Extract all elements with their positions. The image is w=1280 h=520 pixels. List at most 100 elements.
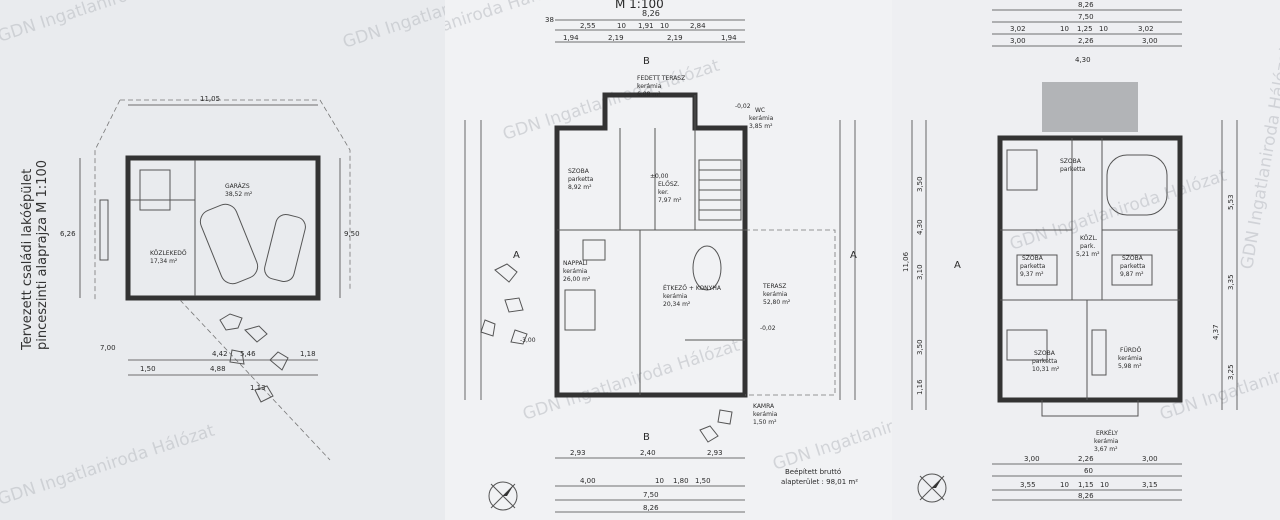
dim-label: 4,88 bbox=[210, 365, 226, 373]
dim-label: 1,94 bbox=[721, 34, 737, 42]
room-area: 3,85 m² bbox=[749, 123, 773, 130]
dim-label: 3,15 bbox=[1142, 481, 1158, 489]
bathtub bbox=[1091, 329, 1107, 376]
dim-label: 2,55 bbox=[580, 22, 596, 30]
car-icon bbox=[264, 213, 306, 283]
room-floor: parketta bbox=[1020, 263, 1046, 270]
room-floor: kerámia bbox=[1094, 438, 1119, 445]
dim-label: 10 bbox=[1060, 481, 1069, 489]
upper-floor-outline bbox=[997, 135, 1183, 403]
sheet-title: Tervezett családi lakóépület pinceszinti… bbox=[20, 160, 50, 350]
room-area: 5,21 m² bbox=[1076, 251, 1100, 258]
bed bbox=[1006, 329, 1048, 361]
north-arrow-icon bbox=[488, 481, 518, 511]
dim-label: 1,50 bbox=[695, 477, 711, 485]
room-label: SZOBA bbox=[1034, 350, 1056, 357]
dim-label: 4,37 bbox=[1212, 324, 1220, 340]
dim-label: 4,42 bbox=[212, 350, 228, 358]
room-floor: kerámia bbox=[1118, 355, 1143, 362]
dim-label: 11,06 bbox=[902, 251, 910, 272]
dim-label: 3,02 bbox=[1010, 25, 1026, 33]
dim-label: 4,00 bbox=[580, 477, 596, 485]
dim-label: 6,26 bbox=[60, 230, 76, 238]
dim-label: 2,19 bbox=[608, 34, 624, 42]
section-marker: A bbox=[850, 250, 857, 261]
sofa bbox=[564, 289, 596, 331]
staircase bbox=[1106, 154, 1168, 216]
room-label: KÖZLEKEDŐ bbox=[150, 250, 187, 257]
section-marker: B bbox=[643, 432, 650, 443]
dim-label: 60 bbox=[1084, 467, 1093, 475]
dim-label: 5,46 bbox=[240, 350, 256, 358]
level-mark: -0,02 bbox=[735, 103, 751, 110]
armchair bbox=[582, 239, 606, 261]
dim-label: 3,50 bbox=[916, 176, 924, 192]
dim-label: 2,26 bbox=[1078, 455, 1094, 463]
dim-label: 10 bbox=[1099, 25, 1108, 33]
room-area: 7,97 m² bbox=[658, 197, 682, 204]
dim-label: 2,93 bbox=[570, 449, 586, 457]
room-floor: parketta bbox=[1120, 263, 1146, 270]
room-area: 38,52 m² bbox=[225, 191, 253, 198]
bed bbox=[1006, 149, 1038, 191]
dim-label: 2,93 bbox=[707, 449, 723, 457]
room-floor: parketta bbox=[568, 176, 594, 183]
level-mark: -3,00 bbox=[520, 337, 536, 344]
title-line: Tervezett családi lakóépület bbox=[20, 168, 35, 350]
room-floor: kerámia bbox=[563, 268, 588, 275]
dim-label: 2,84 bbox=[690, 22, 706, 30]
balcony bbox=[1041, 400, 1139, 417]
watermark-text: GDN Ingatlaniroda Hálózat bbox=[0, 0, 217, 47]
dim-label: 8,26 bbox=[1078, 1, 1094, 9]
built-area-label: Beépített bruttó bbox=[785, 468, 841, 476]
north-arrow-icon bbox=[917, 473, 947, 503]
room-area: 20,34 m² bbox=[663, 301, 691, 308]
dim-label: 1,18 bbox=[300, 350, 316, 358]
dim-label: 10 bbox=[1100, 481, 1109, 489]
room-area: 6,08 m² bbox=[637, 91, 661, 98]
bed bbox=[1016, 254, 1058, 286]
room-area: 9,37 m² bbox=[1020, 271, 1044, 278]
watermark-text: GDN Ingatlaniroda Hálózat bbox=[1237, 44, 1280, 271]
dim-label: 9,50 bbox=[344, 230, 360, 238]
room-area: 9,87 m² bbox=[1120, 271, 1144, 278]
dim-label: 2,26 bbox=[1078, 37, 1094, 45]
room-label: GARÁZS bbox=[225, 183, 250, 190]
room-area: 1,50 m² bbox=[753, 419, 777, 426]
dim-label: 8,26 bbox=[642, 9, 660, 18]
watermark-text: GDN Ingatlaniroda Hálózat bbox=[500, 56, 722, 145]
room-floor: parketta bbox=[1032, 358, 1058, 365]
room-floor: park. bbox=[1080, 243, 1095, 250]
dim-label: 1,13 bbox=[250, 384, 266, 392]
title-line: pinceszinti alaprajza M 1:100 bbox=[35, 160, 50, 350]
room-floor: kerámia bbox=[663, 293, 688, 300]
room-floor: parketta bbox=[1060, 166, 1086, 173]
dim-label: 1,25 bbox=[1077, 25, 1093, 33]
room-label: SZOBA bbox=[1060, 158, 1082, 165]
dim-label: 7,00 bbox=[100, 344, 116, 352]
level-mark: -0,02 bbox=[760, 325, 776, 332]
room-label: SZOBA bbox=[568, 168, 590, 175]
room-label: SZOBA bbox=[1122, 255, 1144, 262]
room-label: KÖZL. bbox=[1080, 235, 1098, 242]
dim-label: 10 bbox=[660, 22, 669, 30]
dim-label: 1,16 bbox=[916, 379, 924, 395]
bed bbox=[1111, 254, 1153, 286]
room-label: ELŐSZ. bbox=[658, 181, 680, 188]
room-label: WC bbox=[755, 107, 765, 114]
room-area: 17,34 m² bbox=[150, 258, 178, 265]
watermark-text: GDN Ingatlaniroda Hálózat bbox=[445, 0, 572, 65]
dim-label: 3,00 bbox=[1142, 37, 1158, 45]
room-floor: kerámia bbox=[753, 411, 778, 418]
room-label: NAPPALI bbox=[563, 260, 588, 267]
watermark-text: GDN Ingatlaniroda Hálózat bbox=[1157, 336, 1280, 425]
ground-floor-drawing: GDN Ingatlaniroda Hálózat GDN Ingatlanir… bbox=[445, 0, 892, 513]
dim-label: 4,30 bbox=[1075, 56, 1091, 64]
roof-hatch bbox=[1042, 82, 1138, 132]
dim-label: 10 bbox=[655, 477, 664, 485]
dim-label: 2,19 bbox=[667, 34, 683, 42]
dining-table bbox=[692, 245, 722, 291]
dim-label: 8,26 bbox=[1078, 492, 1094, 500]
room-floor: kerámia bbox=[749, 115, 774, 122]
dim-label: 3,02 bbox=[1138, 25, 1154, 33]
